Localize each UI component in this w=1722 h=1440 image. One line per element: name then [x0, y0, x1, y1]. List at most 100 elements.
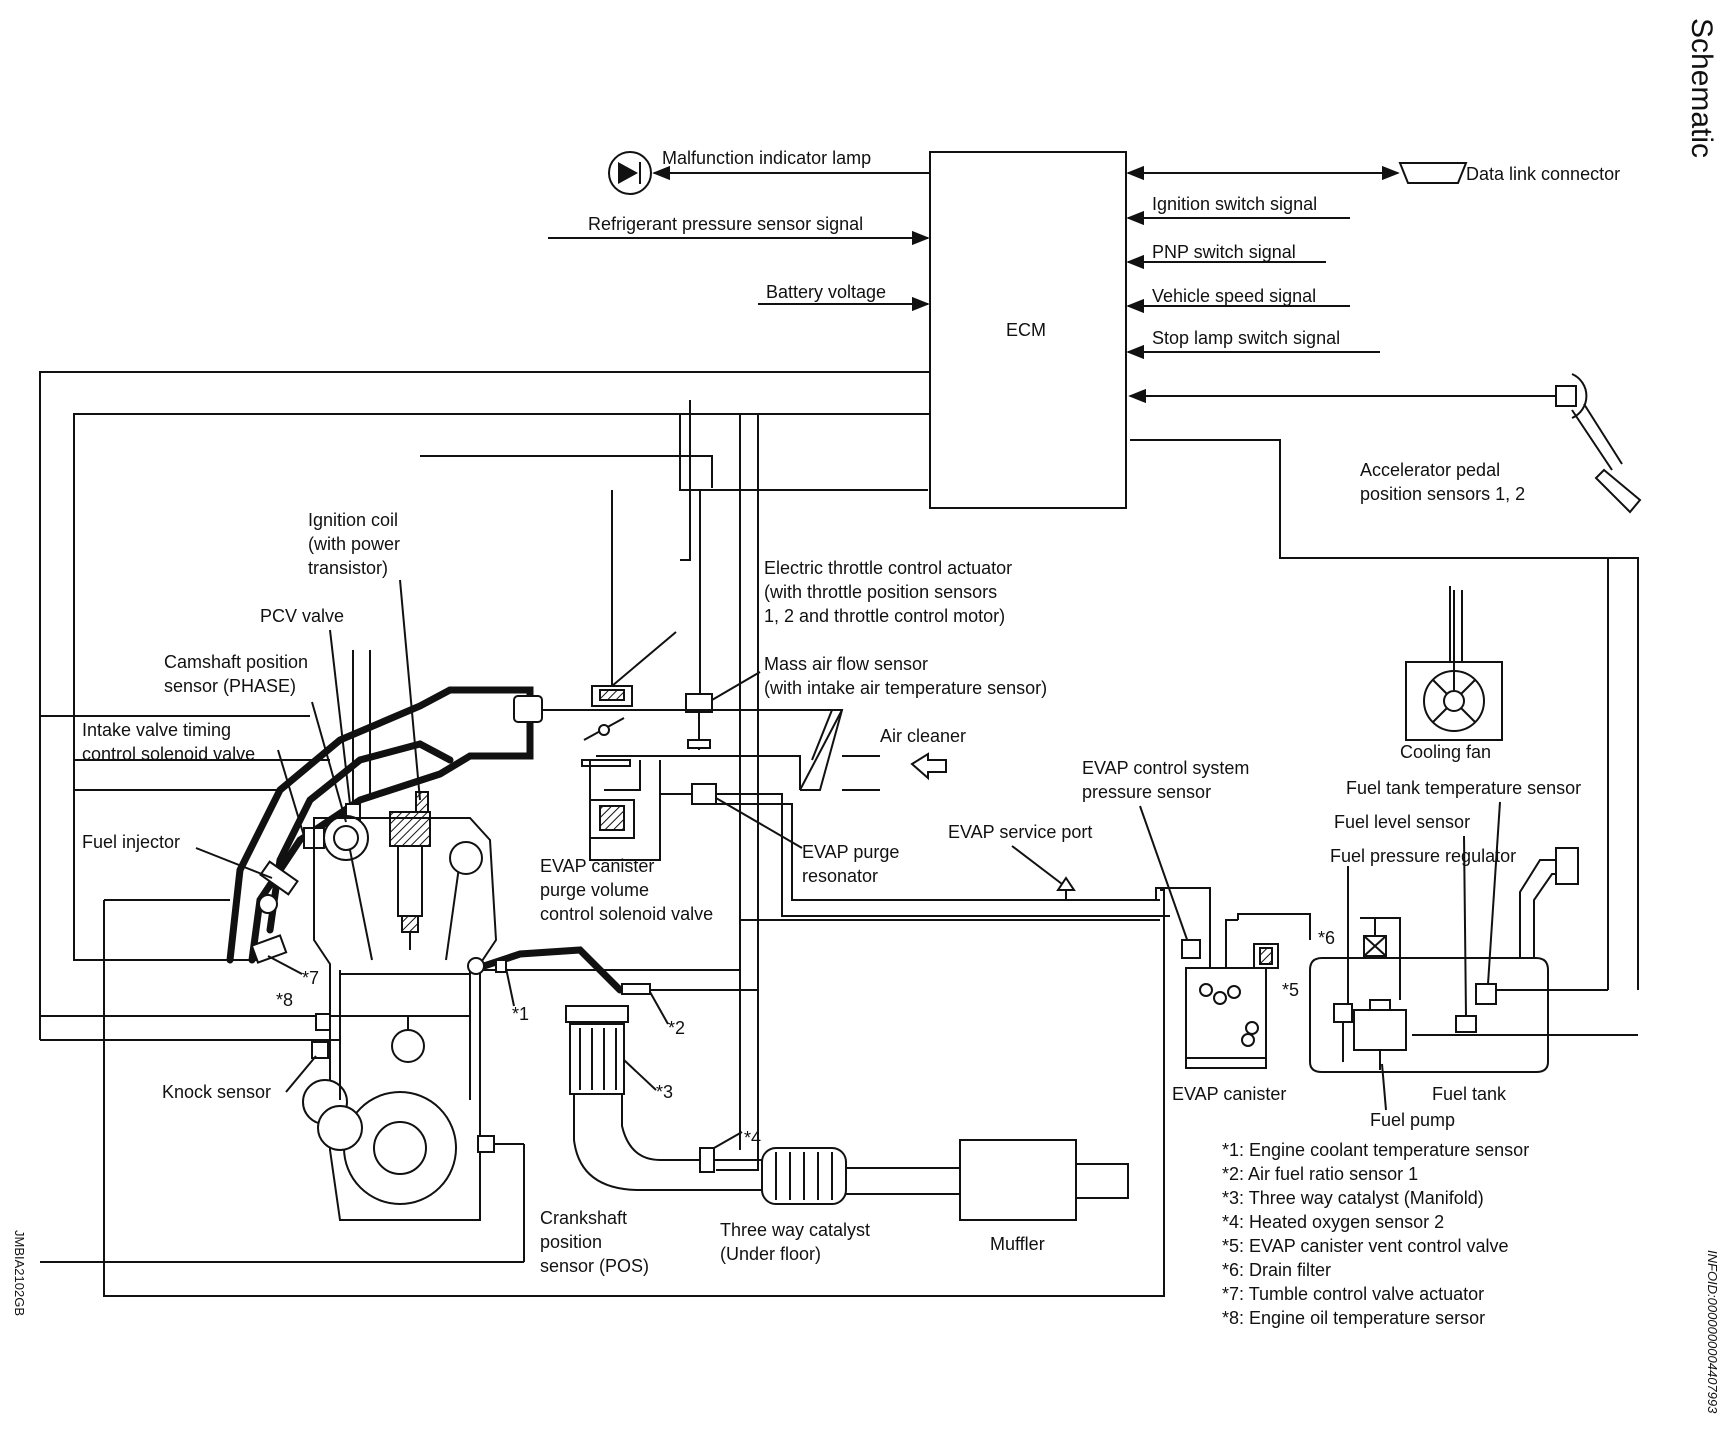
accel-pedal-label-1: Accelerator pedal: [1360, 460, 1500, 480]
fuel-pump-icon: [1333, 999, 1407, 1070]
marker-8: *8: [276, 990, 293, 1010]
evap-resonator-label-1: EVAP purge: [802, 842, 899, 862]
legend-item: *8: Engine oil temperature sersor: [1222, 1308, 1485, 1328]
vent-control-valve-icon: [1237, 913, 1311, 969]
knock-label: Knock sensor: [162, 1082, 271, 1102]
ivt-label-1: Intake valve timing: [82, 720, 231, 740]
marker-5: *5: [1282, 980, 1299, 1000]
manifold-catalyst-icon: [565, 1005, 629, 1095]
page-title: Schematic: [1685, 18, 1718, 159]
legend-item: *6: Drain filter: [1222, 1260, 1331, 1280]
etc-label-3: 1, 2 and throttle control motor): [764, 606, 1005, 626]
crankshaft-label-1: Crankshaft: [540, 1208, 627, 1228]
evap-canister-label: EVAP canister: [1172, 1084, 1286, 1104]
fuel-level-label: Fuel level sensor: [1334, 812, 1470, 832]
info-code: INFOID:0000000004407993: [1705, 1250, 1720, 1414]
stop-lamp-label: Stop lamp switch signal: [1152, 328, 1340, 348]
legend-item: *7: Tumble control valve actuator: [1222, 1284, 1484, 1304]
pnp-label: PNP switch signal: [1152, 242, 1296, 262]
ignition-switch-label: Ignition switch signal: [1152, 194, 1317, 214]
evap-resonator-label-2: resonator: [802, 866, 878, 886]
cooling-fan-icon: [1405, 590, 1503, 741]
engine-block: [302, 817, 498, 1221]
wiring-harness: [39, 371, 1639, 1171]
fuel-pump-label: Fuel pump: [1370, 1110, 1455, 1130]
oil-temp-sensor-icon: [315, 1013, 331, 1031]
battery-label: Battery voltage: [766, 282, 886, 302]
ignition-coil-label-1: Ignition coil: [308, 510, 398, 530]
air-cleaner-label: Air cleaner: [880, 726, 966, 746]
marker-1: *1: [512, 1004, 529, 1024]
legend-item: *5: EVAP canister vent control valve: [1222, 1236, 1508, 1256]
vehicle-speed-label: Vehicle speed signal: [1152, 286, 1316, 306]
fuel-level-sensor-icon: [1455, 1015, 1477, 1033]
document-code: JMBIA2102GB: [12, 1230, 27, 1316]
twc-floor-label-2: (Under floor): [720, 1244, 821, 1264]
ignition-coil-icon: [389, 791, 431, 950]
data-link-connector-icon: [1398, 162, 1468, 184]
muffler-label: Muffler: [990, 1234, 1045, 1254]
data-link-label: Data link connector: [1466, 164, 1620, 184]
af-sensor-icon: [621, 983, 651, 995]
camshaft-label-2: sensor (PHASE): [164, 676, 296, 696]
legend-item: *2: Air fuel ratio sensor 1: [1222, 1164, 1418, 1184]
marker-4: *4: [744, 1128, 761, 1148]
fuel-tank-icon: [1309, 847, 1579, 1073]
legend-item: *4: Heated oxygen sensor 2: [1222, 1212, 1444, 1232]
accelerator-pedal-icon: [1128, 373, 1642, 514]
ecm-label: ECM: [1006, 320, 1046, 340]
pcv-label: PCV valve: [260, 606, 344, 626]
crankshaft-label-2: position: [540, 1232, 602, 1252]
fuel-tank-label: Fuel tank: [1432, 1084, 1507, 1104]
evap-pressure-label-1: EVAP control system: [1082, 758, 1249, 778]
camshaft-label-1: Camshaft position: [164, 652, 308, 672]
marker-7: *7: [302, 968, 319, 988]
evap-purge-solenoid-icon: [589, 760, 661, 861]
maf-label-1: Mass air flow sensor: [764, 654, 928, 674]
etc-label-2: (with throttle position sensors: [764, 582, 997, 602]
etc-label-1: Electric throttle control actuator: [764, 558, 1012, 578]
fuel-tank-temp-label: Fuel tank temperature sensor: [1346, 778, 1581, 798]
legend-item: *3: Three way catalyst (Manifold): [1222, 1188, 1484, 1208]
evap-purge-label-1: EVAP canister: [540, 856, 654, 876]
exhaust-pipe: [573, 1094, 1129, 1221]
camshaft-sensor-icon: [303, 815, 369, 861]
heated-o2-sensor-icon: [699, 1147, 715, 1173]
maf-label-2: (with intake air temperature sensor): [764, 678, 1047, 698]
legend-item: *1: Engine coolant temperature sensor: [1222, 1140, 1529, 1160]
maf-sensor-icon: [685, 671, 761, 750]
marker-2: *2: [668, 1018, 685, 1038]
marker-6: *6: [1318, 928, 1335, 948]
ivt-label-2: control solenoid valve: [82, 744, 255, 764]
ecm-unit: ECM: [929, 151, 1127, 509]
throttle-body: [581, 631, 677, 767]
fuel-tank-temp-sensor-icon: [1475, 983, 1497, 1005]
marker-3: *3: [656, 1082, 673, 1102]
fuel-injector-label: Fuel injector: [82, 832, 180, 852]
refrigerant-label: Refrigerant pressure sensor signal: [588, 214, 863, 234]
crankshaft-sensor-icon: [477, 1135, 495, 1153]
evap-resonator-icon: [691, 783, 717, 805]
knock-sensor-icon: [311, 1041, 329, 1059]
evap-service-port-icon: [1056, 876, 1076, 900]
evap-canister-icon: [1155, 887, 1267, 1069]
evap-service-label: EVAP service port: [948, 822, 1092, 842]
fuel-injector-icon: [250, 860, 299, 964]
ignition-coil-label-3: transistor): [308, 558, 388, 578]
mil-group: Malfunction indicator lamp: [608, 148, 930, 195]
mil-label: Malfunction indicator lamp: [662, 148, 871, 168]
legend: *1: Engine coolant temperature sensor *2…: [1222, 1140, 1529, 1328]
crankshaft-label-3: sensor (POS): [540, 1256, 649, 1276]
evap-purge-label-2: purge volume: [540, 880, 649, 900]
cooling-fan-label: Cooling fan: [1400, 742, 1491, 762]
twc-floor-label-1: Three way catalyst: [720, 1220, 870, 1240]
fuel-pressure-reg-label: Fuel pressure regulator: [1330, 846, 1516, 866]
accel-pedal-label-2: position sensors 1, 2: [1360, 484, 1525, 504]
diode-icon: [618, 162, 638, 184]
evap-pressure-label-2: pressure sensor: [1082, 782, 1211, 802]
evap-purge-label-3: control solenoid valve: [540, 904, 713, 924]
intake-duct: [540, 709, 947, 791]
ignition-coil-label-2: (with power: [308, 534, 400, 554]
pcv-valve-icon: [345, 650, 371, 825]
